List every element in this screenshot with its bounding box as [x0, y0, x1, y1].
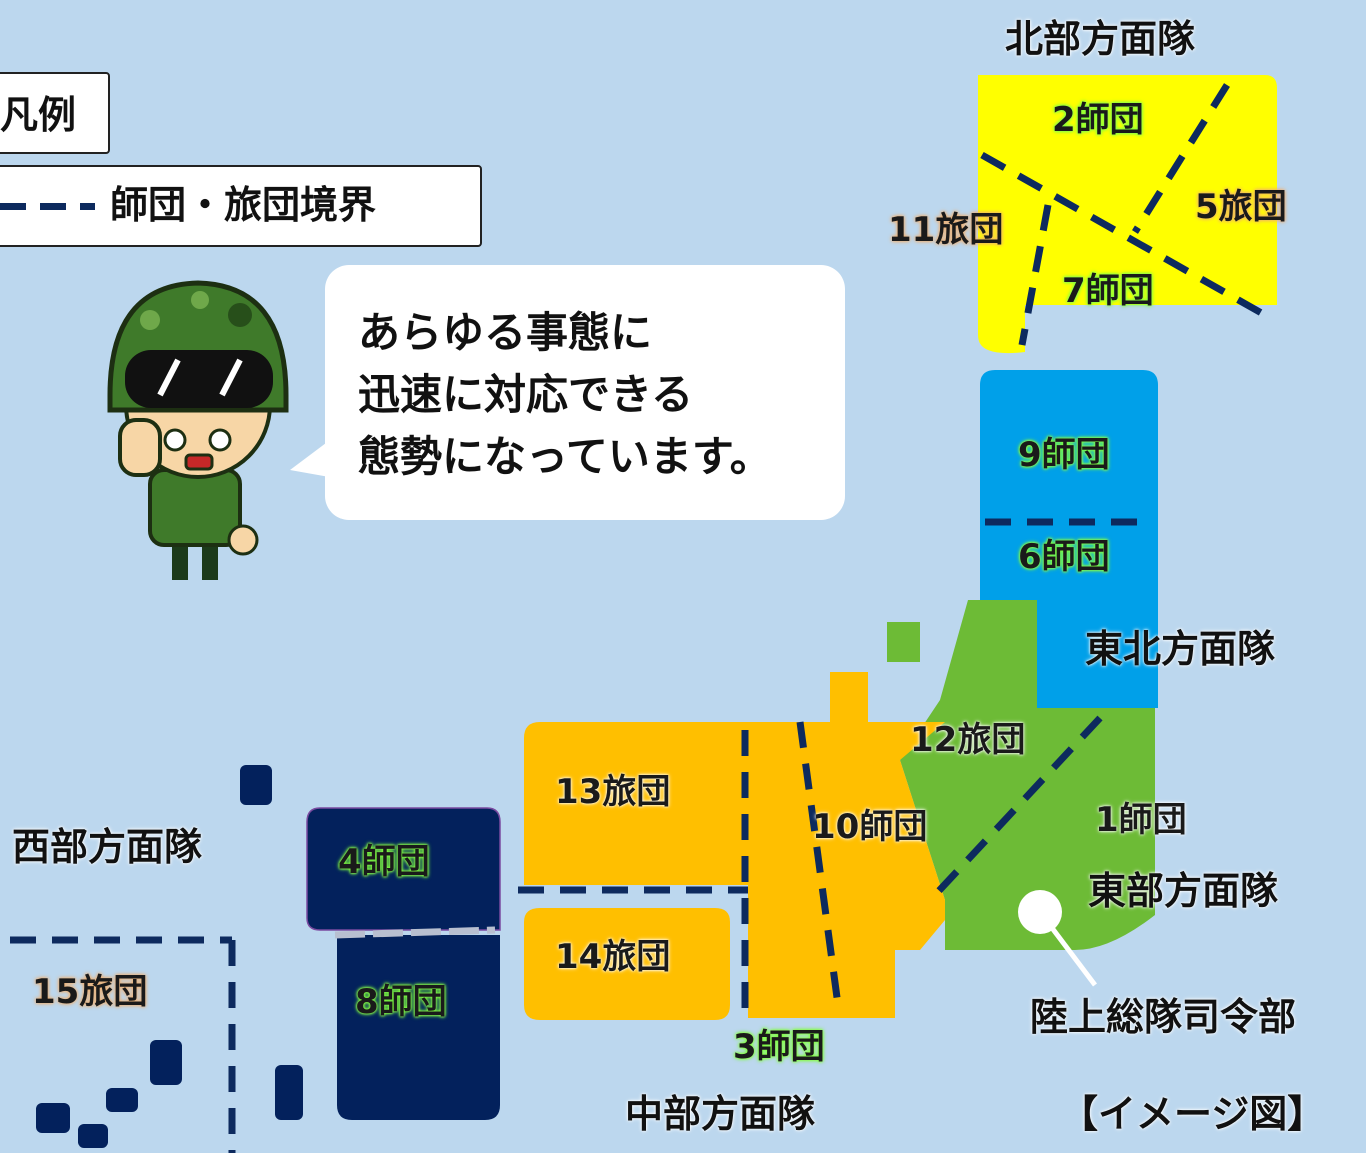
speech-bubble-tail — [290, 440, 335, 478]
central-army-region-north — [524, 672, 945, 1018]
hq-label: 陸上総隊司令部 — [1030, 995, 1297, 1039]
unit-label-3rd-division: 3師団 — [733, 1027, 825, 1067]
unit-label-7th-division: 7師団 — [1062, 271, 1154, 311]
speech-text: あらゆる事態に 迅速に対応できる 態勢になっています。 — [358, 302, 772, 488]
east-army-label: 東部方面隊 — [1088, 869, 1279, 913]
central-army-label: 中部方面隊 — [625, 1092, 816, 1136]
unit-label-2nd-division: 2師団 — [1052, 100, 1144, 140]
unit-label-15th-brigade: 15旅団 — [32, 972, 148, 1012]
tsushima-island — [240, 765, 272, 805]
unit-label-6th-division: 6師団 — [1018, 537, 1110, 577]
unit-label-5th-brigade: 5旅団 — [1195, 187, 1287, 227]
soldier-mascot — [107, 280, 289, 580]
northeast-army-label: 東北方面隊 — [1085, 627, 1276, 671]
unit-label-1st-division: 1師団 — [1095, 800, 1187, 840]
unit-label-9th-division: 9師団 — [1018, 435, 1110, 475]
speech-bubble — [325, 265, 845, 520]
unit-label-4th-division: 4師団 — [338, 842, 430, 882]
unit-label-11th-brigade: 11旅団 — [888, 210, 1004, 250]
nansei-island-3 — [36, 1103, 70, 1133]
speech-line-3: 態勢になっています。 — [358, 432, 772, 481]
west-army-label: 西部方面隊 — [12, 825, 203, 869]
nansei-island-4 — [78, 1124, 108, 1148]
legend-dash-symbol — [0, 203, 95, 210]
northeast-army-region — [980, 370, 1158, 708]
east-army-region — [900, 600, 1155, 950]
north-army-region — [978, 75, 1277, 354]
nansei-island-2 — [106, 1088, 138, 1112]
speech-line-1: あらゆる事態に — [358, 308, 653, 357]
kyushu-boundary — [334, 926, 496, 939]
west-army-region-south — [337, 935, 500, 1120]
speech-line-2: 迅速に対応できる — [358, 370, 694, 419]
north-army-label: 北部方面隊 — [1005, 17, 1196, 61]
image-caption: 【イメージ図】 — [1060, 1092, 1326, 1136]
unit-label-8th-division: 8師団 — [355, 982, 447, 1022]
sado-island — [887, 622, 920, 662]
unit-label-13th-brigade: 13旅団 — [555, 772, 671, 812]
unit-boundaries — [10, 83, 1267, 1153]
unit-label-12th-brigade: 12旅団 — [910, 720, 1026, 760]
legend-boundary-label: 師団・旅団境界 — [110, 183, 377, 227]
central-army-region-shikoku — [524, 908, 730, 1020]
legend-title-box — [0, 72, 110, 154]
unit-label-10th-division: 10師団 — [812, 807, 928, 847]
hq-marker — [1018, 890, 1062, 934]
nansei-island-1 — [150, 1040, 182, 1085]
legend-title: 凡例 — [0, 93, 77, 137]
unit-label-14th-brigade: 14旅団 — [555, 937, 671, 977]
goto-island — [275, 1065, 303, 1120]
west-army-region-north — [306, 807, 501, 931]
